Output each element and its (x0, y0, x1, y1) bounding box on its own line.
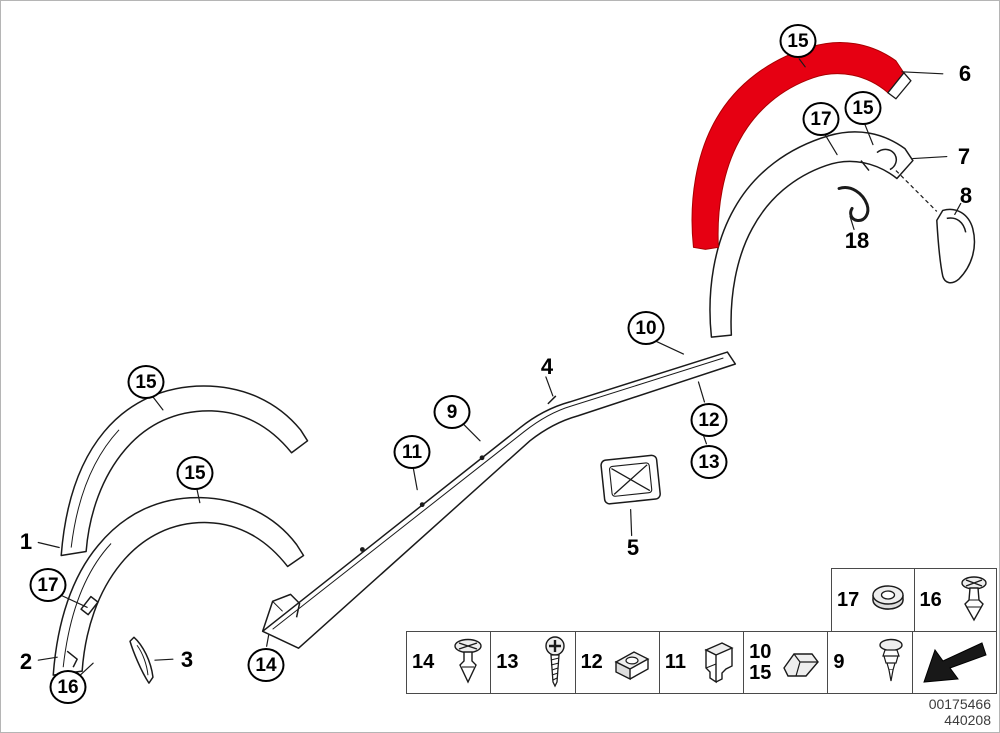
legend-number: 12 (580, 651, 603, 673)
callout-3[interactable]: 3 (180, 647, 194, 672)
callout-9[interactable]: 9 (433, 395, 471, 429)
expanding-rivet-icon (878, 638, 903, 681)
part-1-front-wheel-arch-trim (60, 385, 309, 557)
part-5-mounting-bracket (600, 454, 661, 505)
callout-2[interactable]: 2 (19, 649, 33, 674)
legend-number: 16 (919, 588, 942, 611)
document-numbers: 00175466 440208 (929, 696, 991, 728)
legend-number-line2: 15 (749, 661, 772, 684)
clamp-icon (783, 652, 820, 677)
legend-table-top: 17 16 (831, 568, 997, 632)
callout-17-front[interactable]: 17 (29, 568, 67, 602)
legend-table-bottom: 14 13 12 (406, 631, 997, 694)
legend-number: 17 (837, 588, 860, 611)
legend-cell-direction (913, 632, 996, 693)
callout-6[interactable]: 6 (958, 61, 972, 86)
callout-17-rear[interactable]: 17 (802, 102, 840, 136)
callout-7[interactable]: 7 (957, 144, 971, 169)
part-8-arch-trim-end-piece (936, 208, 976, 284)
callout-12[interactable]: 12 (690, 403, 728, 437)
legend-cell-17[interactable]: 17 (832, 569, 915, 631)
grommet-icon (871, 585, 904, 610)
callout-15-rear-upper[interactable]: 15 (779, 24, 817, 58)
callout-5[interactable]: 5 (626, 535, 640, 560)
legend-number: 14 (412, 651, 435, 673)
direction-arrow-icon (923, 641, 987, 683)
part-2-front-wheel-arch-trim (52, 496, 305, 676)
legend-cell-12[interactable]: 12 (576, 632, 660, 693)
legend-cell-13[interactable]: 13 (491, 632, 576, 693)
legend-number: 11 (664, 651, 686, 673)
part-18-retaining-clip (837, 186, 870, 222)
speed-nut-icon (614, 650, 650, 680)
expanding-rivet-icon (454, 638, 482, 684)
callout-13[interactable]: 13 (690, 445, 728, 479)
screw-icon (544, 635, 565, 687)
legend-cell-14[interactable]: 14 (407, 632, 492, 693)
legend-number: 10 15 (749, 640, 772, 684)
sheet-number: 440208 (944, 711, 991, 728)
part-6-rear-wheel-arch-trim-highlighted (691, 42, 912, 250)
legend-number-line1: 10 (749, 640, 772, 663)
alignment-dashed-line (895, 170, 938, 212)
callout-15-front-lower[interactable]: 15 (176, 456, 214, 490)
callout-18[interactable]: 18 (844, 228, 870, 253)
callout-16[interactable]: 16 (49, 670, 87, 704)
doc-number: 00175466 (928, 695, 991, 712)
callout-14[interactable]: 14 (247, 648, 285, 682)
legend-cell-10-15[interactable]: 10 15 (744, 632, 829, 693)
callout-8[interactable]: 8 (959, 183, 973, 208)
callout-10[interactable]: 10 (627, 311, 665, 345)
callout-1[interactable]: 1 (19, 529, 33, 554)
callout-15-rear-lower[interactable]: 15 (844, 91, 882, 125)
legend-cell-16[interactable]: 16 (915, 569, 997, 631)
callout-11[interactable]: 11 (393, 435, 431, 469)
part-4-door-sill-cover (261, 351, 737, 649)
legend-cell-9[interactable]: 9 (828, 632, 913, 693)
clip-17-detail (80, 595, 99, 616)
part-3-side-trim-strip (129, 636, 154, 684)
part-7-rear-wheel-arch-trim (709, 131, 914, 338)
callout-15-front-upper[interactable]: 15 (127, 365, 165, 399)
legend-cell-11[interactable]: 11 (660, 632, 745, 693)
legend-number: 9 (833, 651, 845, 673)
leader-lines (37, 58, 962, 676)
expansion-nut-icon (704, 641, 734, 683)
callout-4[interactable]: 4 (540, 354, 554, 379)
expanding-rivet-icon (961, 576, 987, 622)
legend-number: 13 (496, 651, 519, 673)
